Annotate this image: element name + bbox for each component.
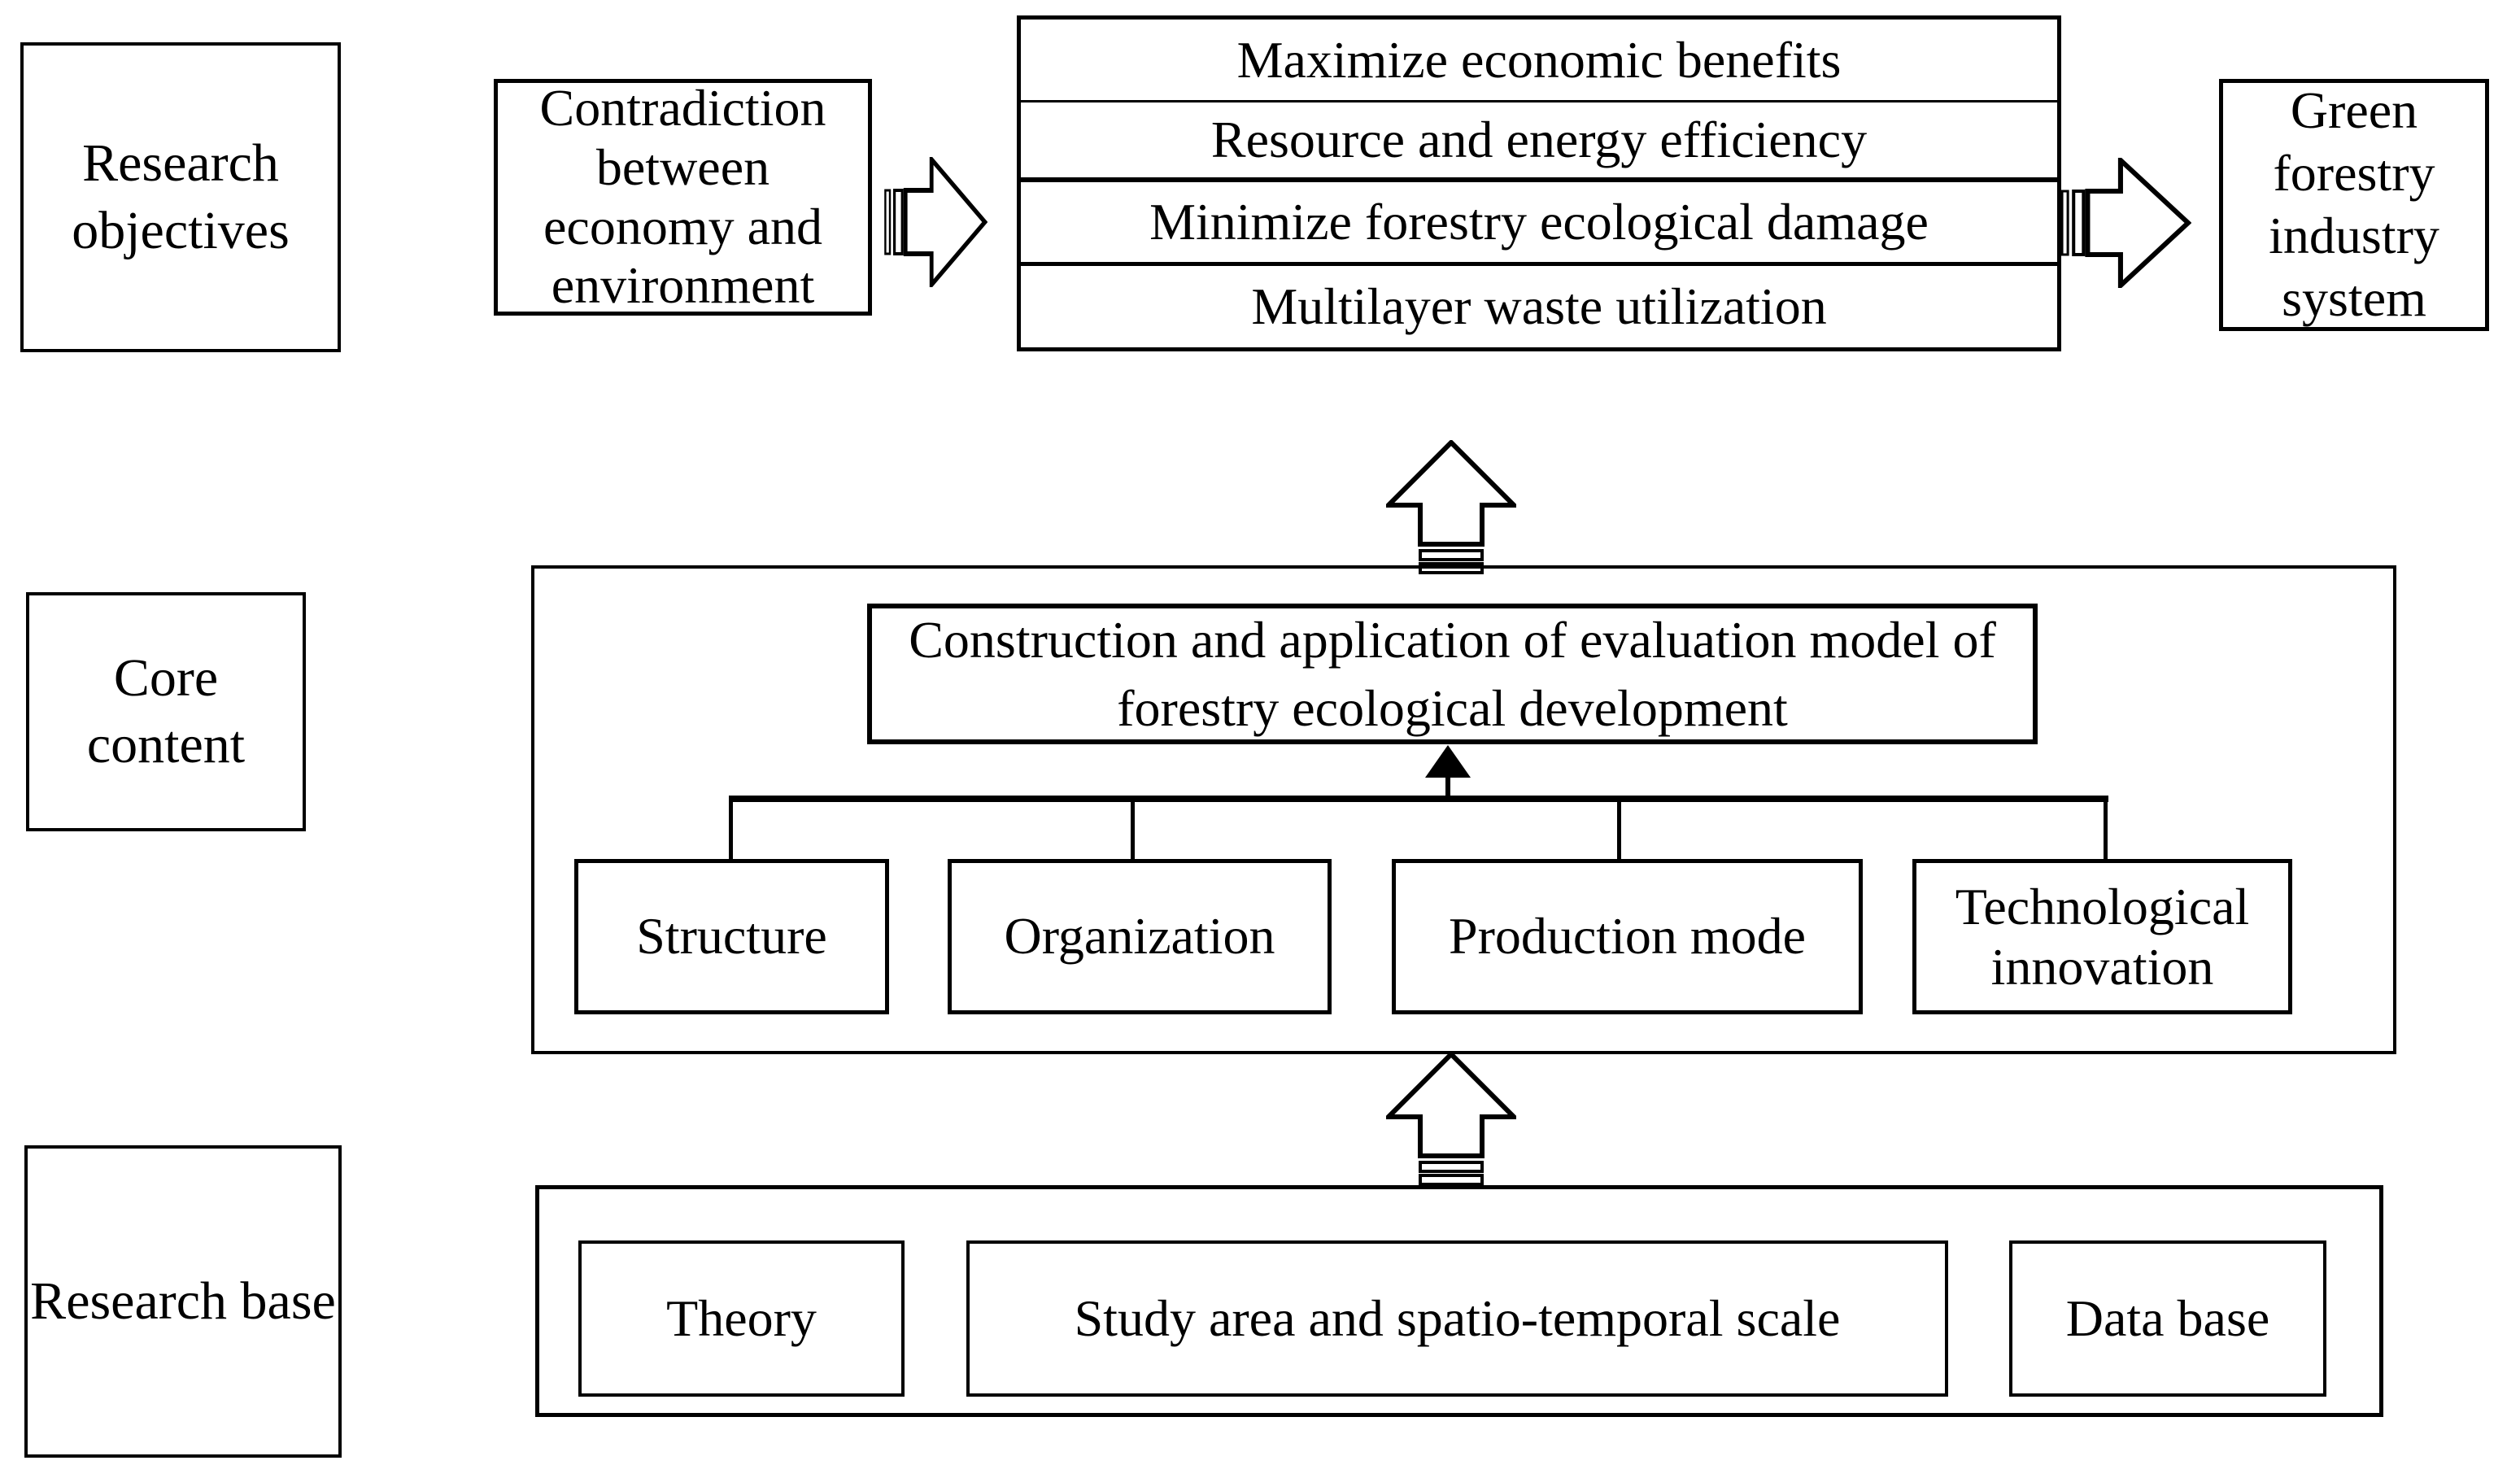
goal-row-emphasized: Minimize forestry ecological damage [1021, 182, 2057, 266]
research-objectives-label: Research objectives [72, 133, 290, 260]
evaluation-model-label: Construction and application of evaluati… [909, 611, 1996, 737]
connector-drop-line [2104, 802, 2108, 859]
component-connector-line [729, 796, 2108, 802]
research-base-label: Research base [30, 1271, 336, 1331]
green-forestry-system-box: Green forestry industry system [2219, 79, 2489, 331]
base-label: Study area and spatio-temporal scale [1074, 1288, 1841, 1347]
up-arrowhead-icon [1425, 745, 1471, 778]
component-label: Technological innovation [1955, 877, 2250, 996]
base-box-theory: Theory [578, 1240, 905, 1397]
goal-label: Maximize economic benefits [1236, 30, 1842, 89]
base-box-data-base: Data base [2009, 1240, 2326, 1397]
goal-row: Maximize economic benefits [1021, 20, 2057, 102]
research-objectives-box: Research objectives [20, 42, 341, 352]
component-label: Structure [636, 907, 827, 966]
contradiction-box: Contradiction between economy and enviro… [494, 79, 872, 316]
core-content-box: Core content [26, 592, 306, 831]
component-box-production-mode: Production mode [1392, 859, 1863, 1014]
base-label: Theory [666, 1288, 817, 1347]
evaluation-model-box: Construction and application of evaluati… [867, 604, 2038, 744]
base-label: Data base [2065, 1288, 2270, 1347]
connector-drop-line [729, 802, 733, 859]
component-label: Production mode [1448, 907, 1807, 966]
goals-stack: Maximize economic benefits Resource and … [1017, 15, 2061, 351]
striped-up-arrow-icon [1386, 440, 1516, 575]
component-box-structure: Structure [574, 859, 889, 1014]
striped-right-arrow-icon [883, 157, 988, 287]
goal-label: Multilayer waste utilization [1251, 277, 1827, 335]
core-content-label: Core content [86, 647, 246, 775]
goal-row: Resource and energy efficiency [1021, 102, 2057, 182]
striped-right-arrow-icon [2060, 158, 2191, 288]
green-forestry-system-label: Green forestry industry system [2269, 81, 2439, 327]
goal-label: Resource and energy efficiency [1210, 111, 1868, 168]
research-base-box: Research base [24, 1145, 342, 1458]
goal-label: Minimize forestry ecological damage [1149, 193, 1929, 251]
component-box-organization: Organization [948, 859, 1332, 1014]
component-label: Organization [1004, 907, 1275, 966]
connector-drop-line [1131, 802, 1135, 859]
goal-row: Multilayer waste utilization [1021, 266, 2057, 347]
striped-up-arrow-icon [1386, 1052, 1516, 1187]
connector-drop-line [1617, 802, 1621, 859]
component-box-technological-innovation: Technological innovation [1912, 859, 2292, 1014]
contradiction-label: Contradiction between economy and enviro… [539, 78, 826, 315]
model-stem-line [1445, 773, 1450, 800]
base-box-study-area: Study area and spatio-temporal scale [966, 1240, 1948, 1397]
